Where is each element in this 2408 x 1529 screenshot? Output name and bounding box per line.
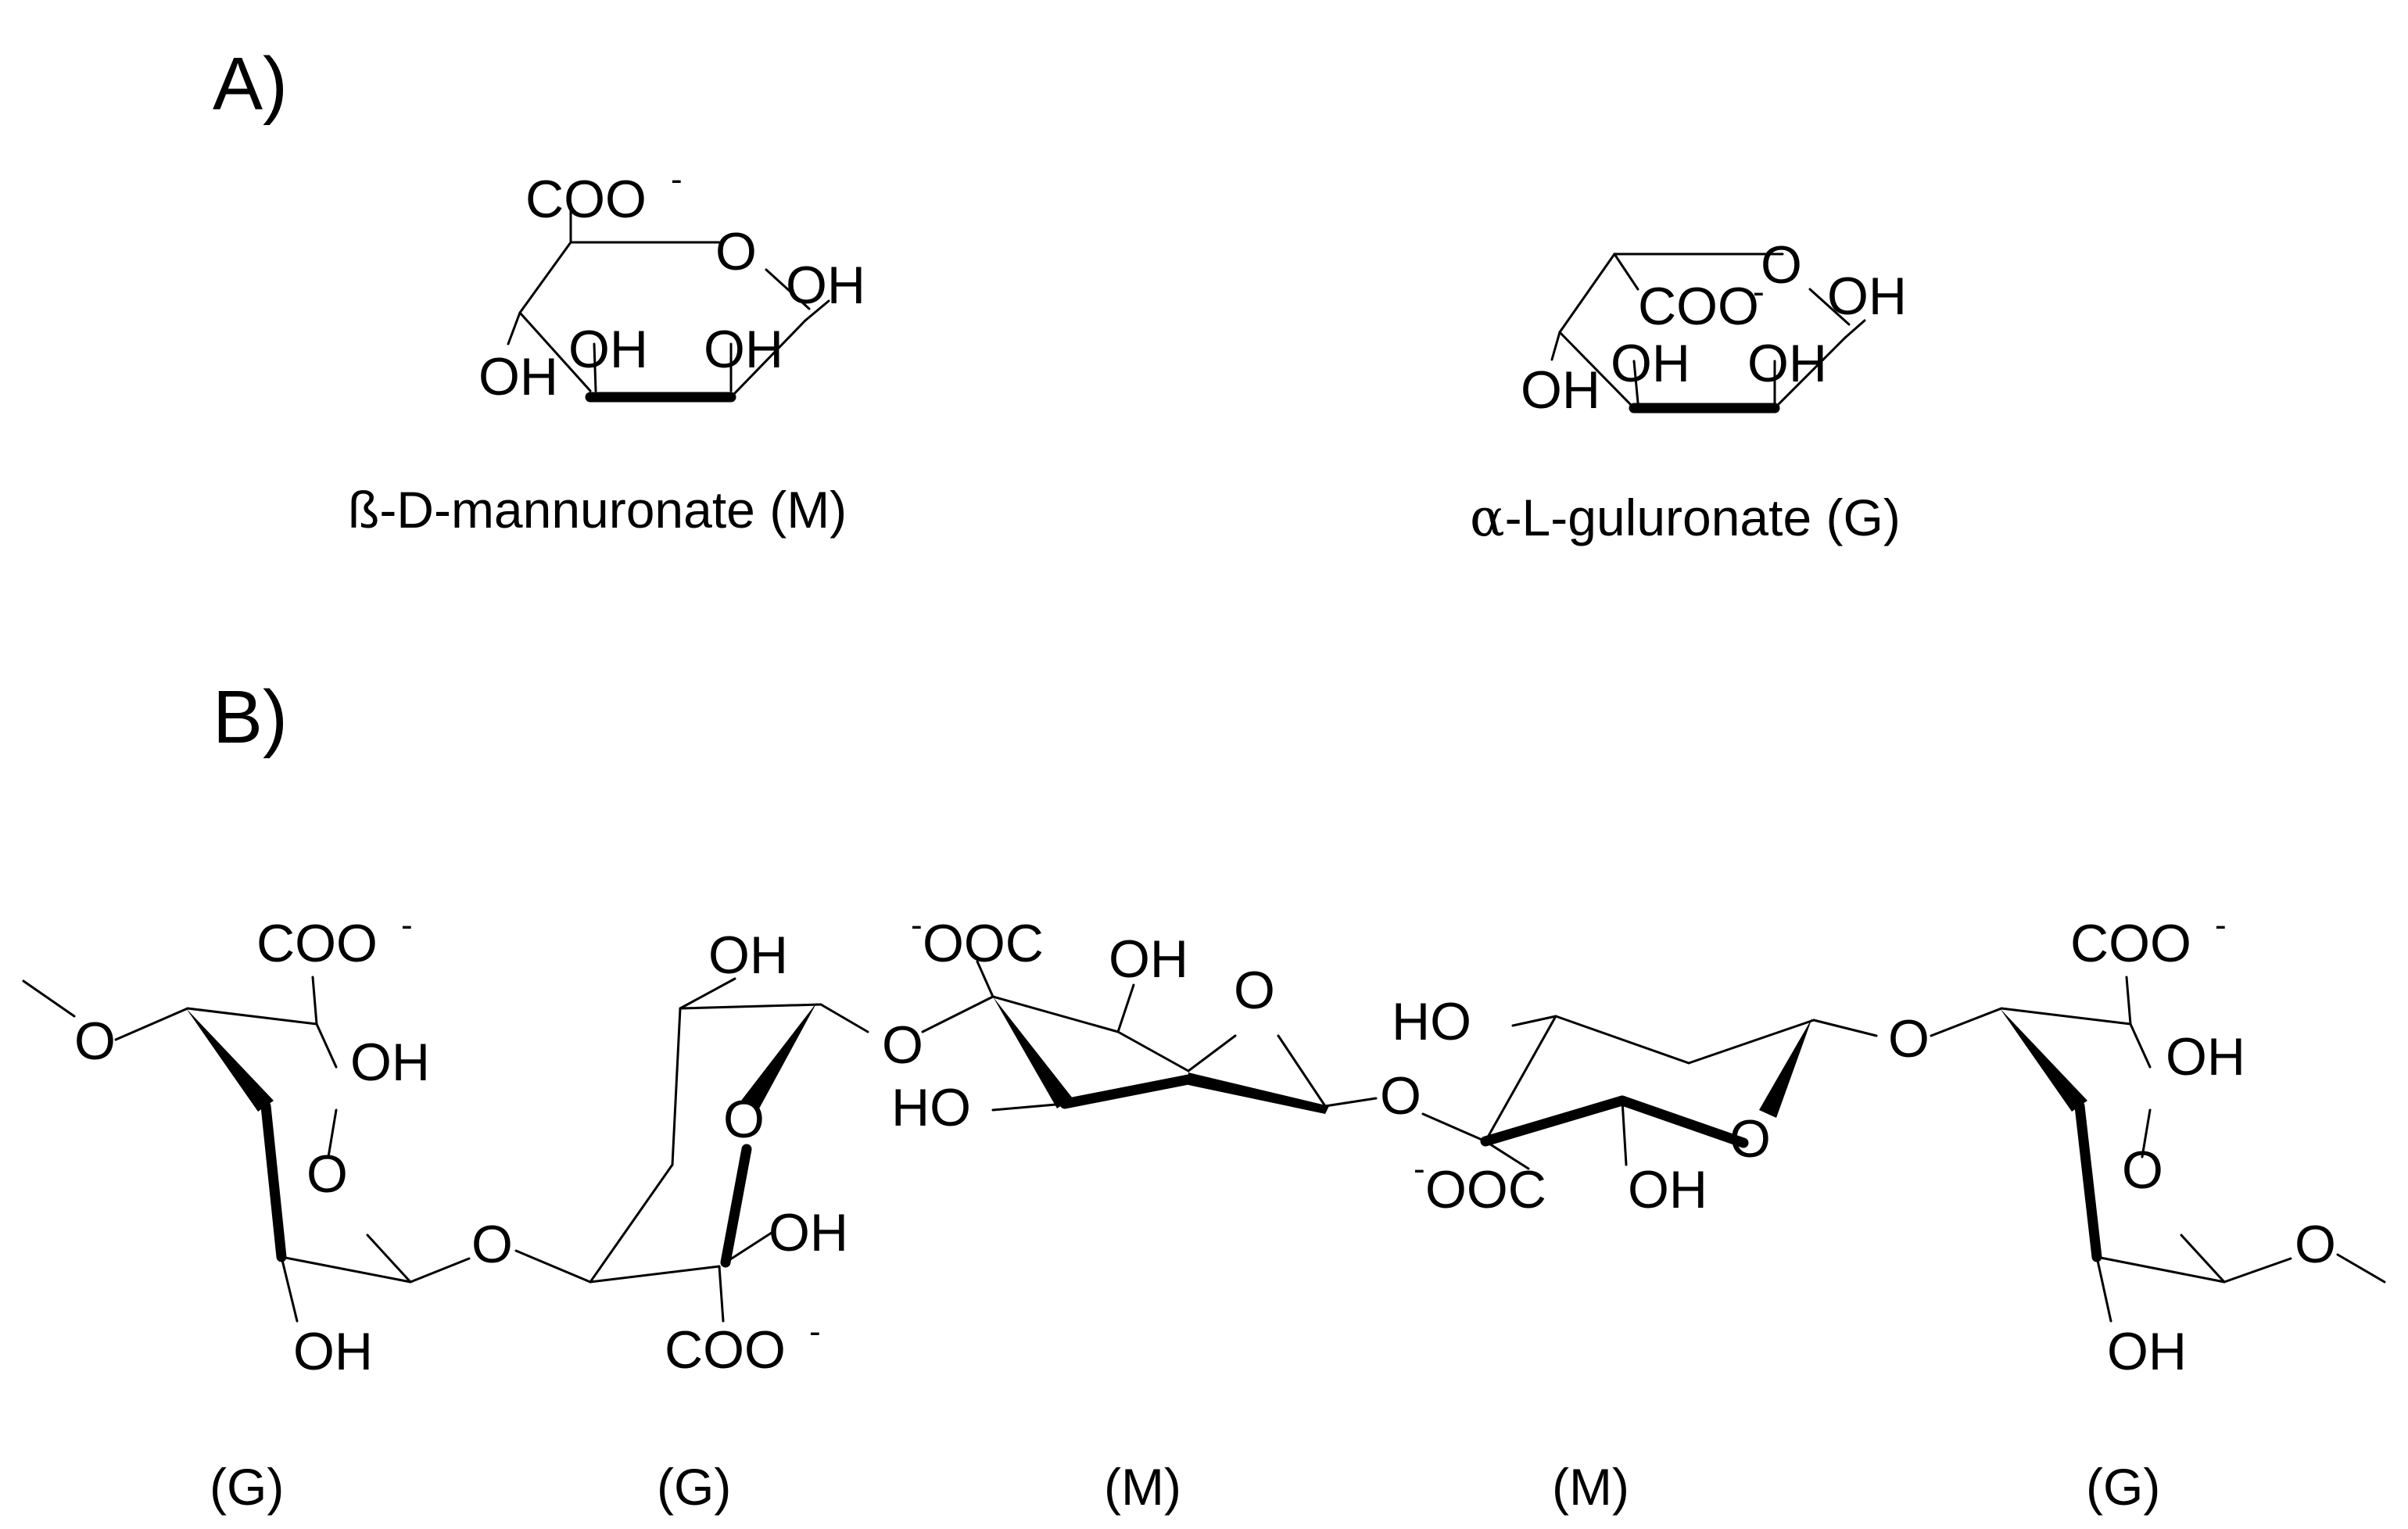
unit2-coo-charge: - <box>809 1312 821 1351</box>
unit3-ooc: OOC <box>923 914 1044 973</box>
unit2-oh-right: OH <box>769 1203 848 1262</box>
unit1-oh-lower: OH <box>293 1322 373 1381</box>
unit2-coo: COO <box>665 1320 786 1380</box>
unit5-ring-oxygen: O <box>2122 1140 2163 1200</box>
terminal-oxygen-left: O <box>74 1012 116 1071</box>
unit5-oh-lower: OH <box>2107 1322 2187 1381</box>
unit1-ring-oxygen: O <box>306 1144 348 1204</box>
unit-label-2: (G) <box>657 1458 731 1516</box>
unit-label-4: (M) <box>1552 1458 1629 1516</box>
mannuronate-oh-3: OH <box>568 320 648 379</box>
guluronate-ring-oxygen: O <box>1761 235 1802 295</box>
mannuronate-ring-oxygen: O <box>715 222 757 281</box>
unit4-ooc-charge: - <box>1414 1150 1425 1188</box>
guluronate-coo-charge: - <box>1753 273 1765 311</box>
unit3-ho: HO <box>891 1078 971 1137</box>
guluronate-oh-1: OH <box>1827 267 1907 326</box>
guluronate-oh-2: OH <box>1747 334 1827 393</box>
glycosidic-oxygen-3: O <box>1380 1066 1421 1126</box>
unit2-oh-top: OH <box>708 926 788 985</box>
guluronate-coo-label: COO <box>1638 277 1759 336</box>
terminal-oxygen-right: O <box>2295 1215 2336 1274</box>
guluronate-oh-3: OH <box>1611 334 1690 393</box>
unit3-ooc-charge: - <box>911 906 923 944</box>
alginate-chain: O COO - OH O OH O OH O OH COO <box>22 906 2386 1381</box>
unit4-ho: HO <box>1392 992 1471 1051</box>
unit4-ooc: OOC <box>1425 1160 1546 1219</box>
unit1-coo-charge: - <box>401 906 413 944</box>
unit-label-5: (G) <box>2086 1458 2160 1516</box>
mannuronate-coo-label: COO <box>525 170 647 229</box>
unit4-ring-oxygen: O <box>1729 1109 1771 1169</box>
unit2-ring-oxygen: O <box>723 1090 765 1149</box>
panel-b-label: B) <box>213 675 288 759</box>
unit5-oh-upper: OH <box>2166 1027 2245 1087</box>
mannuronate-coo-charge: - <box>671 160 683 199</box>
unit4-oh: OH <box>1628 1160 1707 1219</box>
unit3-ring-oxygen: O <box>1234 961 1275 1020</box>
unit1-coo: COO <box>256 914 378 973</box>
guluronate-structure: COO - O OH OH OH OH <box>1521 235 1907 420</box>
mannuronate-caption: ß-D-mannuronate (M) <box>348 481 847 539</box>
unit-label-3: (M) <box>1104 1458 1181 1516</box>
unit5-coo-charge: - <box>2215 906 2227 944</box>
guluronate-oh-4: OH <box>1521 360 1600 420</box>
unit-label-1: (G) <box>210 1458 284 1516</box>
unit1-oh-upper: OH <box>350 1033 430 1092</box>
glycosidic-oxygen-2: O <box>882 1015 923 1075</box>
panel-a-label: A) <box>213 42 288 126</box>
mannuronate-oh-2: OH <box>704 320 783 379</box>
guluronate-caption: α-L-guluronate (G) <box>1470 488 1901 548</box>
glycosidic-oxygen-4: O <box>1888 1009 1930 1069</box>
mannuronate-oh-1: OH <box>786 256 865 315</box>
mannuronate-oh-4: OH <box>478 347 558 406</box>
glycosidic-oxygen-1: O <box>471 1215 513 1274</box>
unit3-oh: OH <box>1109 929 1188 989</box>
mannuronate-structure: COO - O OH OH OH OH <box>478 160 865 406</box>
unit5-coo: COO <box>2070 914 2191 973</box>
